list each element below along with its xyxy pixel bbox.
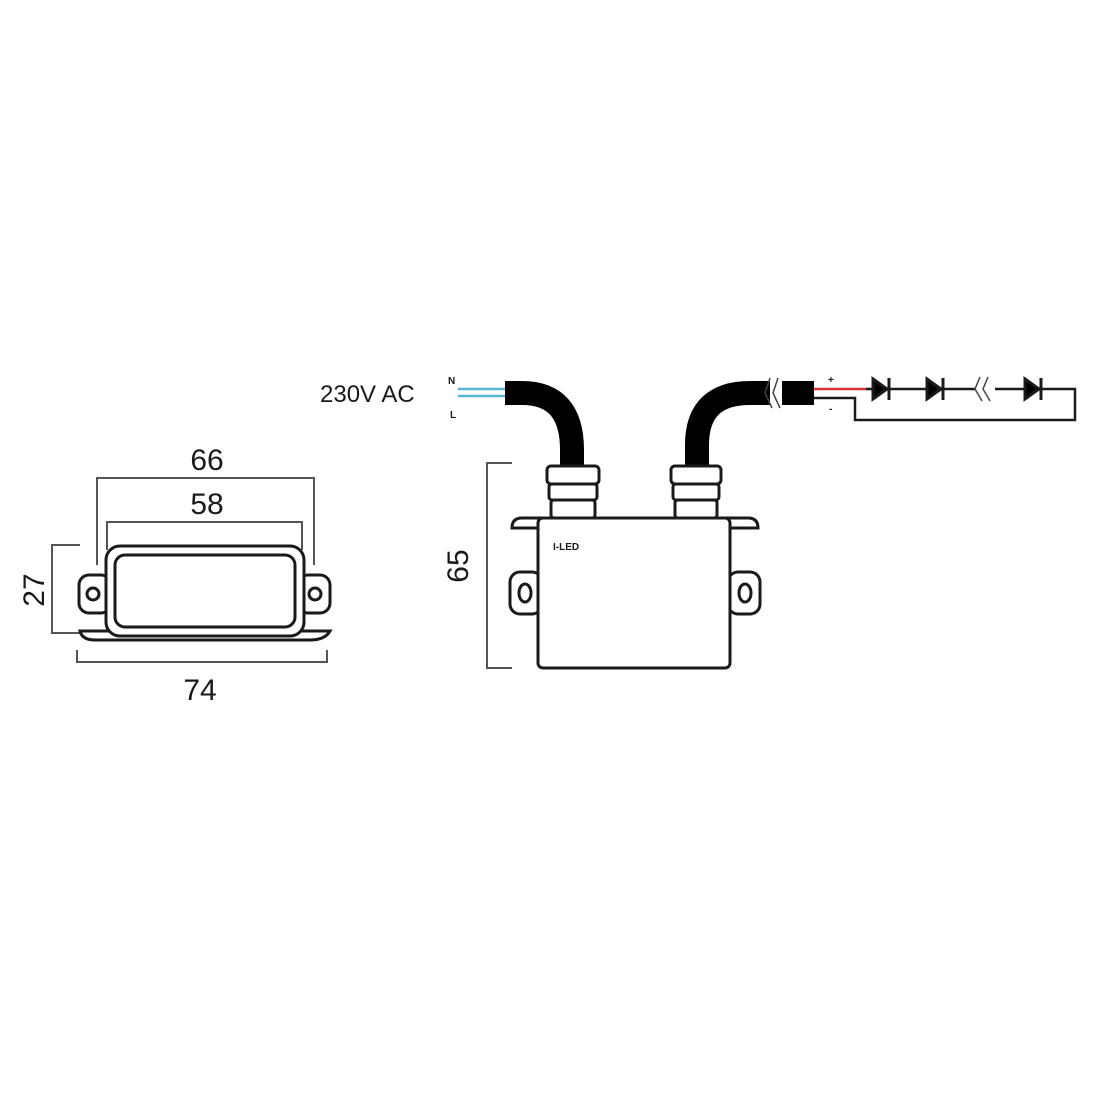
dim-label-27: 27 xyxy=(18,573,51,606)
output-cable xyxy=(685,381,770,468)
dim-label-58: 58 xyxy=(190,488,223,521)
input-voltage-label: 230V AC xyxy=(320,381,415,408)
cable-break xyxy=(764,377,781,409)
front-view xyxy=(458,376,1077,670)
led-diode-1 xyxy=(871,376,891,402)
wire-negative xyxy=(814,387,1077,422)
dim-label-65: 65 xyxy=(442,549,475,582)
driver-housing xyxy=(536,516,732,670)
mount-hole-right-front xyxy=(737,582,753,604)
input-cable xyxy=(505,381,584,468)
dim-bracket-27 xyxy=(51,544,80,634)
led-break xyxy=(974,376,991,402)
led-diode-2 xyxy=(925,376,945,402)
mount-hole-left-front xyxy=(517,582,533,604)
cable-gland-right xyxy=(669,464,723,520)
dim-bracket-58 xyxy=(106,521,303,550)
brand-label: I-LED xyxy=(553,542,579,553)
dim-label-74: 74 xyxy=(183,674,216,707)
output-label-plus: + xyxy=(828,375,834,386)
dim-bracket-74 xyxy=(76,650,328,663)
dim-bracket-66 xyxy=(96,477,315,565)
side-view xyxy=(51,477,333,663)
base-flange xyxy=(78,629,333,642)
output-cable-end xyxy=(782,381,814,405)
ear-right-front xyxy=(726,570,762,616)
output-label-minus: - xyxy=(829,404,832,415)
wire-label-n: N xyxy=(448,376,455,387)
dim-label-66: 66 xyxy=(190,444,223,477)
mount-hole-right xyxy=(307,586,323,602)
wire-label-l: L xyxy=(450,410,456,421)
housing-outer xyxy=(104,544,306,638)
led-diode-3 xyxy=(1023,376,1043,402)
dim-bracket-65 xyxy=(486,462,512,669)
mount-hole-left xyxy=(85,586,101,602)
housing-inner xyxy=(113,553,297,629)
cable-gland-left xyxy=(545,464,601,520)
